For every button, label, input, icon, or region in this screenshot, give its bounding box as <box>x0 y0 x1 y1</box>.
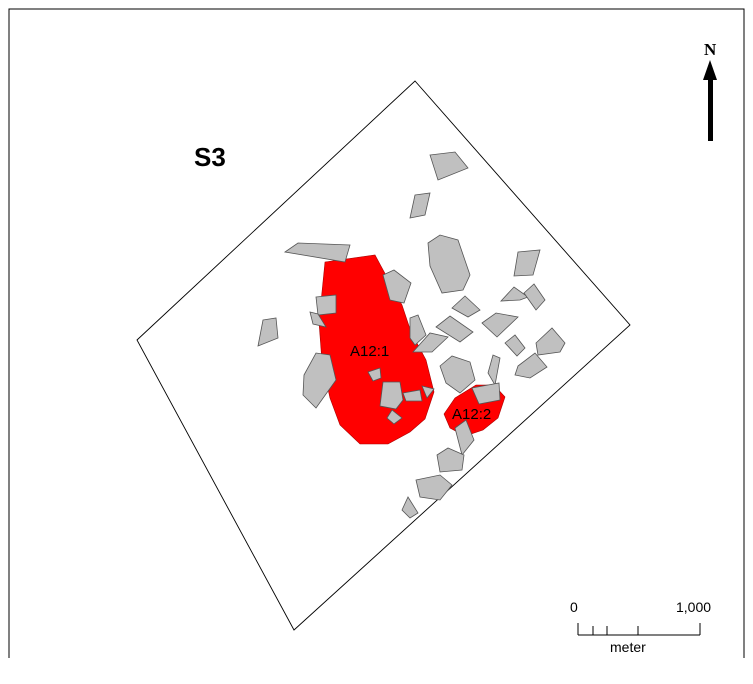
stone-layer <box>257 151 566 519</box>
trench-outline <box>136 80 631 631</box>
site-label: S3 <box>194 142 226 172</box>
stone <box>401 496 419 519</box>
north-arrow: N <box>703 40 717 141</box>
stone <box>382 269 412 304</box>
stone <box>315 294 337 316</box>
north-arrow-icon <box>703 60 717 141</box>
stone <box>500 286 529 302</box>
stone <box>409 192 431 219</box>
scale-unit-label: meter <box>610 639 646 655</box>
stone <box>454 419 475 456</box>
feature-label-a12-1: A12:1 <box>350 343 389 360</box>
stone <box>513 249 541 277</box>
stone <box>514 352 548 379</box>
stone <box>535 327 566 356</box>
scale-max-label: 1,000 <box>676 599 711 615</box>
stone <box>386 409 403 425</box>
north-label: N <box>704 40 717 59</box>
stone <box>402 389 423 402</box>
stone <box>415 474 453 501</box>
stone <box>487 354 501 387</box>
stone <box>471 382 501 405</box>
stone <box>429 151 469 181</box>
stone <box>436 447 465 473</box>
stone <box>451 295 481 318</box>
stone <box>481 312 519 338</box>
scale-min-label: 0 <box>570 599 578 615</box>
stone <box>379 381 404 410</box>
stone <box>302 352 337 409</box>
stone <box>412 332 449 353</box>
stone <box>257 317 279 347</box>
stone <box>283 242 351 263</box>
stone <box>421 385 435 399</box>
map-border <box>8 8 745 658</box>
stone <box>523 283 546 311</box>
feature-label-a12-2: A12:2 <box>452 406 491 423</box>
stone <box>409 314 427 346</box>
stone <box>435 315 474 343</box>
stone <box>504 334 526 357</box>
scale-bar-line <box>577 623 701 636</box>
stone <box>367 367 382 382</box>
scale-bar: 0 1,000 meter <box>570 599 711 655</box>
stone <box>309 311 327 328</box>
stone <box>427 234 471 294</box>
stone <box>439 355 476 394</box>
